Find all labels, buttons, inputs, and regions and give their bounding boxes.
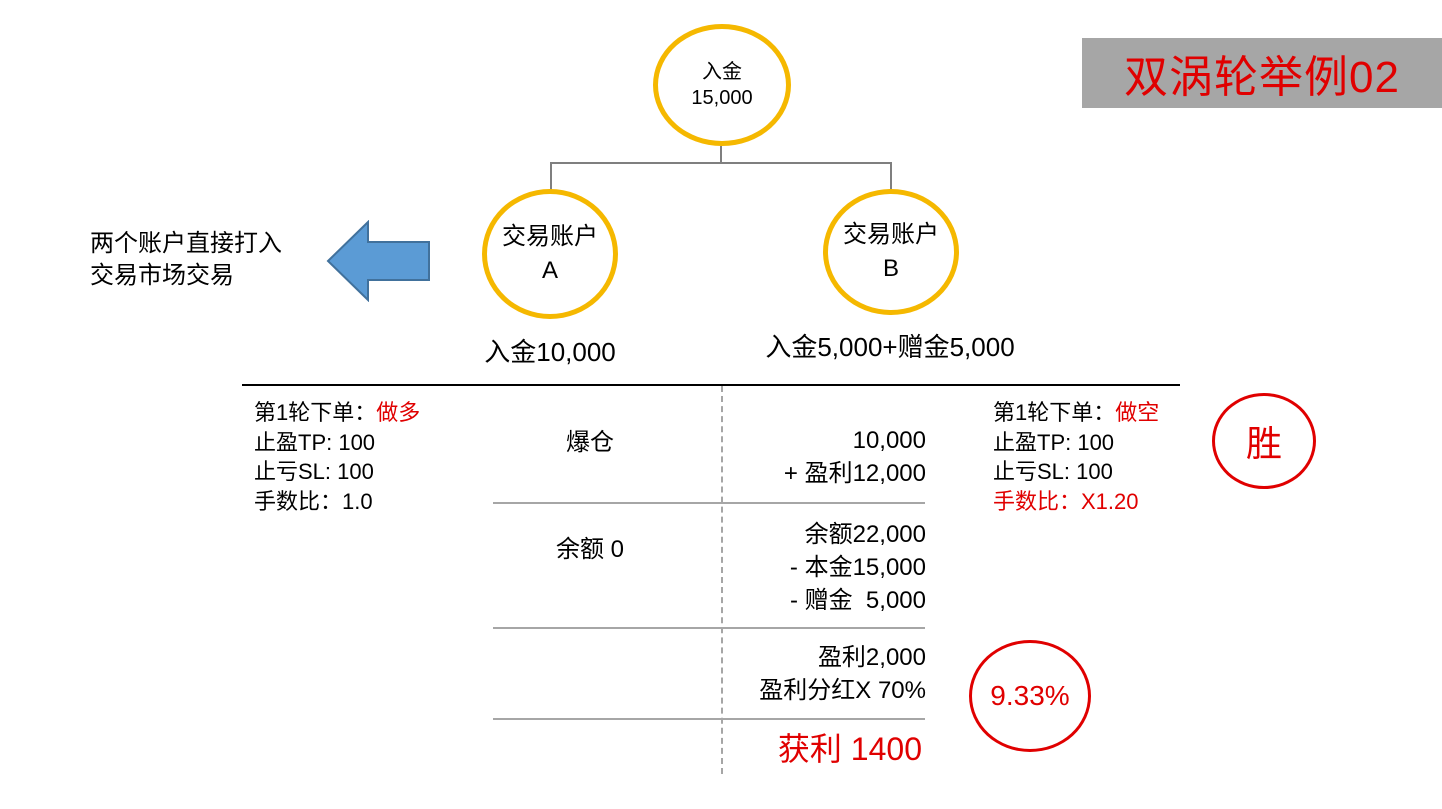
connector-horizontal: [550, 162, 892, 164]
account-b-row3: 盈利2,000 盈利分红X 70%: [700, 641, 926, 707]
right-order-sl: 止亏SL: 100: [993, 459, 1113, 484]
left-order-round: 第1轮下单：做多: [254, 398, 420, 428]
left-order-direction: 做多: [376, 400, 421, 425]
account-a-id: A: [541, 257, 558, 284]
row-separator-3: [493, 718, 925, 720]
right-order-round: 第1轮下单：做空: [993, 398, 1159, 428]
arrow-note-line1: 两个账户直接打入: [90, 230, 282, 257]
account-b-node: 交易账户 B: [823, 189, 959, 315]
left-arrow-icon: [326, 220, 430, 302]
account-b-row2: 余额22,000 - 本金15,000 - 赠金 5,000: [700, 518, 926, 617]
connector-vertical-top: [720, 146, 722, 164]
account-a-balance: 余额 0: [555, 536, 624, 563]
row-separator-1: [493, 502, 925, 504]
account-b-deposit: 入金5,000+赠金5,000: [765, 332, 1015, 362]
connector-left-drop: [550, 162, 552, 190]
right-order-tp: 止盈TP: 100: [993, 429, 1115, 455]
account-a-node: 交易账户 A: [482, 189, 618, 319]
left-order-ratio: 手数比：1.0: [254, 488, 373, 514]
account-b-row3-line2: 盈利分红X 70%: [759, 677, 926, 704]
row-separator-2: [493, 627, 925, 629]
percent-badge-text: 9.33%: [990, 680, 1070, 711]
win-badge: 胜: [1212, 393, 1316, 489]
right-order-info: 第1轮下单：做空 止盈TP: 100 止亏SL: 100 手数比：X1.20: [993, 398, 1159, 516]
account-b-row1-line1: 10,000: [852, 427, 926, 454]
top-deposit-amount: 15,000: [691, 87, 753, 109]
account-b-id: B: [882, 255, 899, 282]
table-top-rule: [242, 384, 1180, 386]
arrow-note-line2: 交易市场交易: [90, 262, 234, 289]
top-deposit-node: 入金 15,000: [653, 24, 791, 146]
left-order-info: 第1轮下单：做多 止盈TP: 100 止亏SL: 100 手数比：1.0: [254, 398, 420, 516]
account-b-row2-line3: - 赠金 5,000: [789, 587, 926, 614]
top-deposit-label: 入金: [702, 61, 742, 83]
account-b-final-profit: 获利 1400: [777, 731, 922, 767]
right-order-round-label: 第1轮下单：: [993, 400, 1116, 425]
win-badge-text: 胜: [1245, 423, 1282, 464]
account-b-row3-line1: 盈利2,000: [817, 644, 926, 671]
account-b-row1: 10,000 + 盈利12,000: [700, 424, 926, 490]
account-a-result: 爆仓: [566, 429, 614, 456]
account-b-label: 交易账户: [843, 221, 939, 248]
table-center-divider: [721, 386, 723, 774]
title-box: 双涡轮举例02: [1082, 38, 1442, 108]
arrow-note: 两个账户直接打入 交易市场交易: [90, 228, 282, 292]
page-title: 双涡轮举例02: [1124, 53, 1400, 102]
account-a-label: 交易账户: [502, 223, 598, 250]
account-b-row1-line2: + 盈利12,000: [783, 460, 926, 487]
account-b-row2-line2: - 本金15,000: [789, 554, 926, 581]
left-order-sl: 止亏SL: 100: [254, 459, 374, 484]
left-order-tp: 止盈TP: 100: [254, 429, 376, 455]
right-order-direction: 做空: [1115, 400, 1160, 425]
account-a-deposit: 入金10,000: [484, 337, 616, 367]
left-order-round-label: 第1轮下单：: [254, 400, 377, 425]
right-order-ratio: 手数比：X1.20: [993, 488, 1139, 514]
account-b-row2-line1: 余额22,000: [804, 521, 926, 548]
percent-badge: 9.33%: [969, 640, 1091, 752]
connector-right-drop: [890, 162, 892, 190]
